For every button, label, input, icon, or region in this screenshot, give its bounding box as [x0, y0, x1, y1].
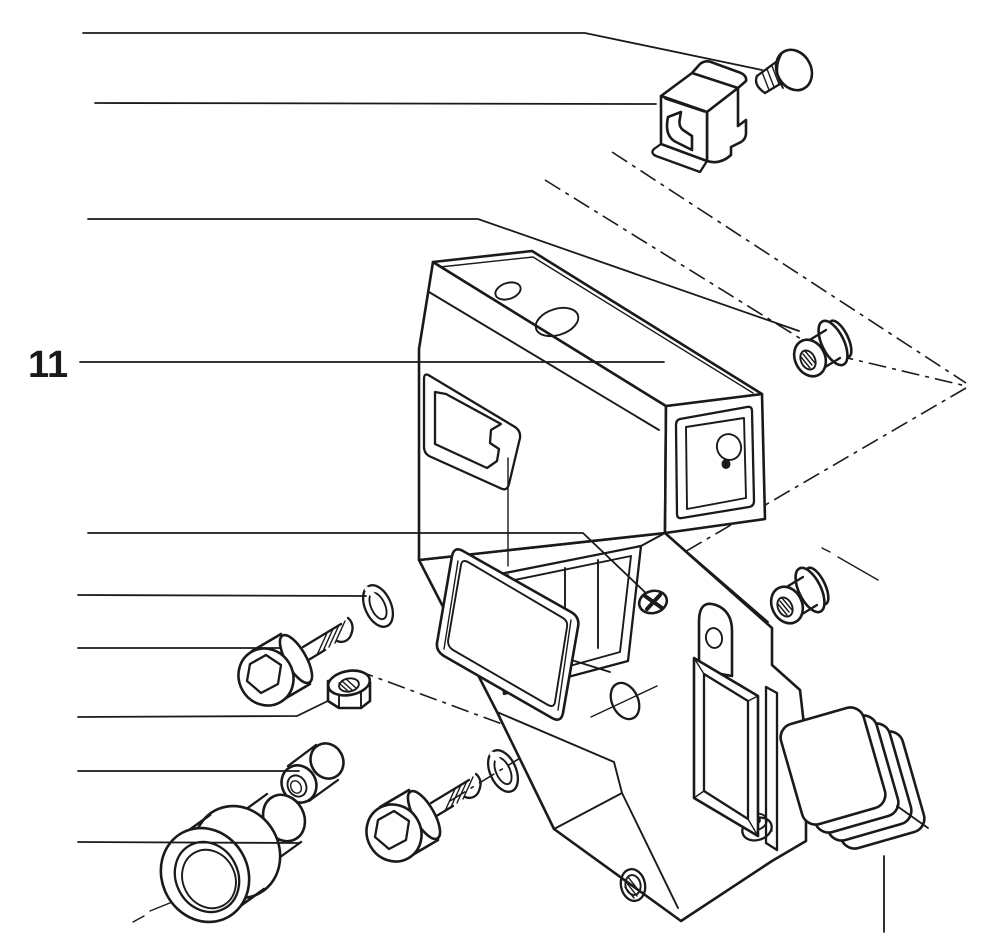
leader-cover-screw	[87, 532, 650, 597]
spacer-sleeve	[280, 742, 345, 804]
threaded-insert-lower	[763, 562, 835, 630]
socket-head-bolt-lower	[354, 772, 482, 873]
leader-threaded-insert-upper	[87, 218, 800, 332]
cable-bushing	[159, 792, 307, 924]
spring-clip	[651, 60, 748, 174]
mounting-screw	[754, 48, 814, 95]
leader-lines-front	[77, 770, 929, 933]
leader-cable-bushing	[77, 841, 301, 844]
threaded-insert-upper	[792, 319, 853, 378]
leader-mounting-screw	[82, 32, 763, 71]
leader-hex-nut	[77, 695, 339, 718]
socket-head-bolt-upper	[237, 616, 354, 707]
leader-lines	[77, 32, 800, 718]
cover-screw	[637, 589, 669, 615]
gasket-plate-1	[779, 706, 887, 826]
leader-lock-washer-upper	[77, 594, 367, 597]
hex-nut	[326, 669, 372, 710]
gasket-seal-frame	[435, 548, 580, 721]
part-number-label: 11	[28, 344, 68, 386]
housing-body	[417, 249, 879, 923]
leader-spring-clip	[94, 102, 657, 105]
leader-gasket-stack	[896, 805, 929, 829]
gasket-stack	[779, 706, 926, 850]
lock-washer-upper	[361, 584, 395, 628]
ear-lug	[697, 602, 734, 678]
